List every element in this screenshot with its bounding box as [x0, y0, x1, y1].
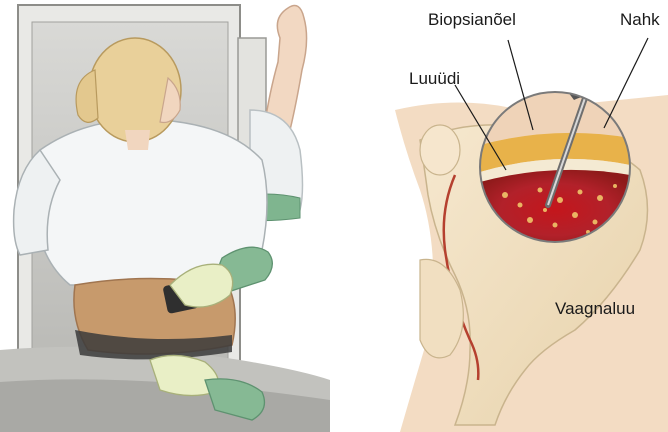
patient-scene — [0, 5, 330, 432]
label-bone-marrow: Luuüdi — [409, 70, 460, 87]
pelvis-scene — [395, 38, 668, 432]
label-skin: Nahk — [620, 11, 660, 28]
label-biopsy-needle: Biopsianõel — [428, 11, 516, 28]
raised-arm — [264, 6, 307, 130]
label-pelvis: Vaagnaluu — [555, 300, 635, 317]
